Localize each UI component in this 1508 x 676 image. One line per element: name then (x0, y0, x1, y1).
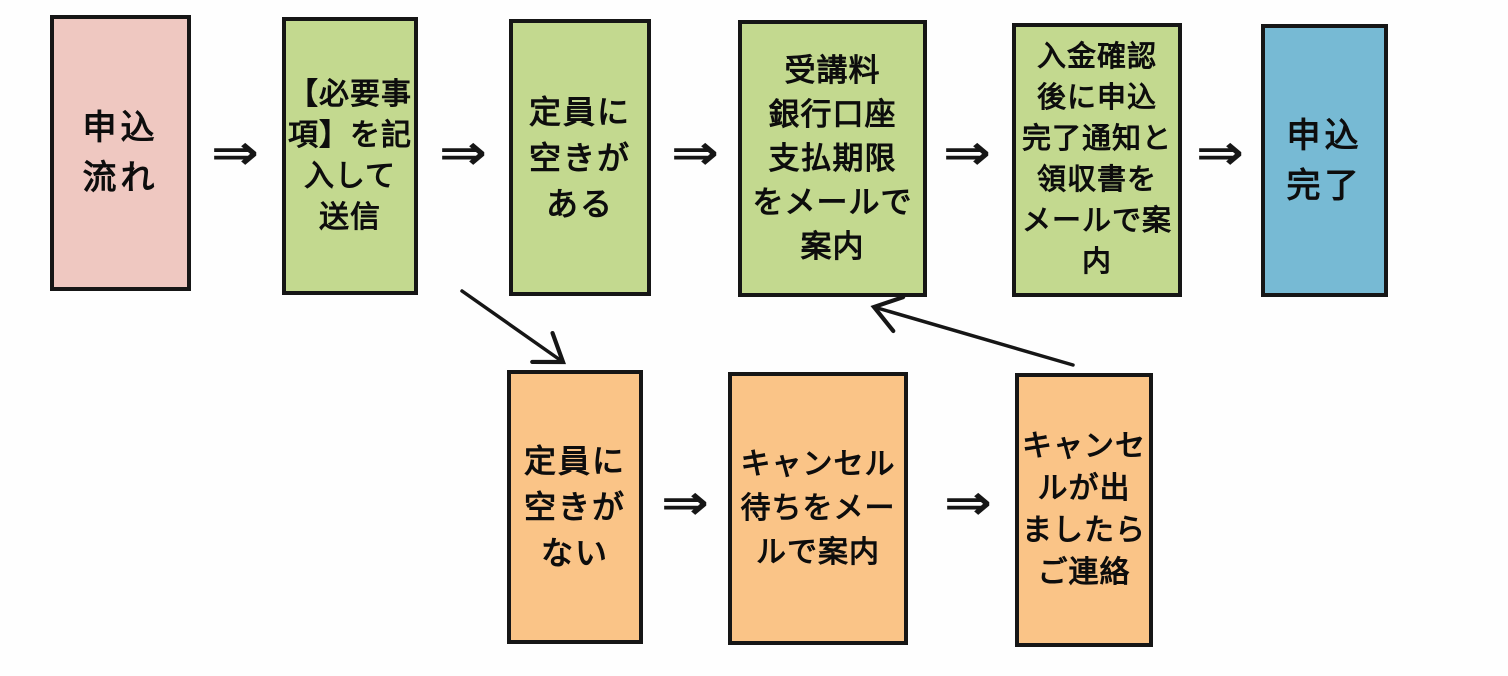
diagonal-arrow-to-waitlist-icon (460, 289, 566, 365)
double-right-arrow-icon: ⇒ (210, 124, 260, 180)
box-capacity-available: 定員に 空きが ある (509, 19, 651, 296)
double-right-arrow-icon: ⇒ (670, 124, 720, 180)
box-application-flow: 申込 流れ (50, 15, 191, 291)
box-capacity-full: 定員に 空きが ない (507, 370, 643, 644)
box-cancellation-contact: キャンセ ルが出 ましたら ご連絡 (1015, 373, 1153, 647)
box-cancellation-waitlist-email: キャンセル 待ちをメー ルで案内 (728, 372, 908, 645)
box-application-complete: 申込 完了 (1261, 24, 1388, 297)
box-payment-confirmation-email: 入金確認 後に申込 完了通知と 領収書を メールで案 内 (1012, 23, 1182, 297)
diagonal-arrow-to-payment-info-icon (870, 295, 1075, 367)
double-right-arrow-icon: ⇒ (438, 124, 488, 180)
box-payment-info-email: 受講料 銀行口座 支払期限 をメールで 案内 (738, 20, 927, 297)
double-right-arrow-icon: ⇒ (660, 474, 710, 530)
box-fill-required-info-send: 【必要事 項】を記 入して 送信 (282, 17, 418, 295)
double-right-arrow-icon: ⇒ (942, 124, 992, 180)
double-right-arrow-icon: ⇒ (1195, 124, 1245, 180)
double-right-arrow-icon: ⇒ (943, 474, 993, 530)
